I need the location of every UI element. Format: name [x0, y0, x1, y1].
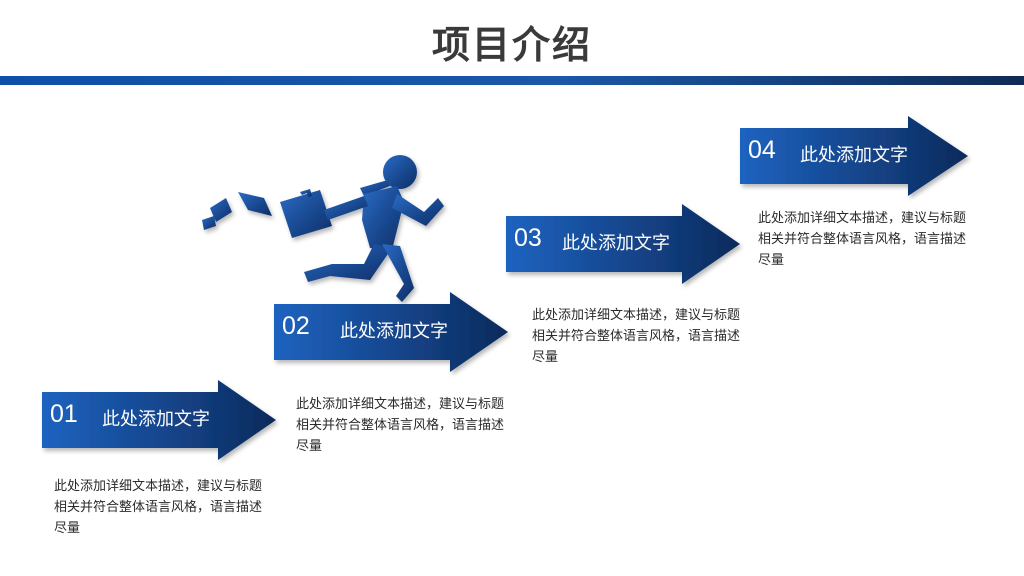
- step-02: 02 此处添加文字: [272, 292, 512, 372]
- step-number: 02: [282, 312, 310, 340]
- arrow-shape: [42, 380, 276, 460]
- step-description: 此处添加详细文本描述，建议与标题相关并符合整体语言风格，语言描述尽量: [532, 308, 741, 365]
- step-03: 03 此处添加文字: [504, 204, 744, 284]
- step-number: 03: [514, 224, 542, 252]
- step-01: 01 此处添加文字: [40, 380, 280, 460]
- step-label: 此处添加文字: [340, 321, 448, 342]
- arrow-shape: [274, 292, 508, 372]
- page-title: 项目介绍: [431, 23, 592, 67]
- step-04: 04 此处添加文字: [738, 116, 978, 196]
- step-number: 01: [50, 400, 78, 428]
- step-description: 此处添加详细文本描述，建议与标题相关并符合整体语言风格，语言描述尽量: [296, 397, 505, 454]
- arrow-shape: [506, 204, 740, 284]
- step-description: 此处添加详细文本描述，建议与标题相关并符合整体语言风格，语言描述尽量: [758, 211, 967, 268]
- step-description: 此处添加详细文本描述，建议与标题相关并符合整体语言风格，语言描述尽量: [54, 479, 263, 536]
- title-divider: [0, 76, 1024, 85]
- step-number: 04: [748, 136, 776, 164]
- running-businessman-icon: [202, 155, 444, 302]
- step-label: 此处添加文字: [102, 409, 210, 430]
- arrow-shape: [740, 116, 968, 196]
- step-label: 此处添加文字: [562, 233, 670, 254]
- step-label: 此处添加文字: [800, 145, 908, 166]
